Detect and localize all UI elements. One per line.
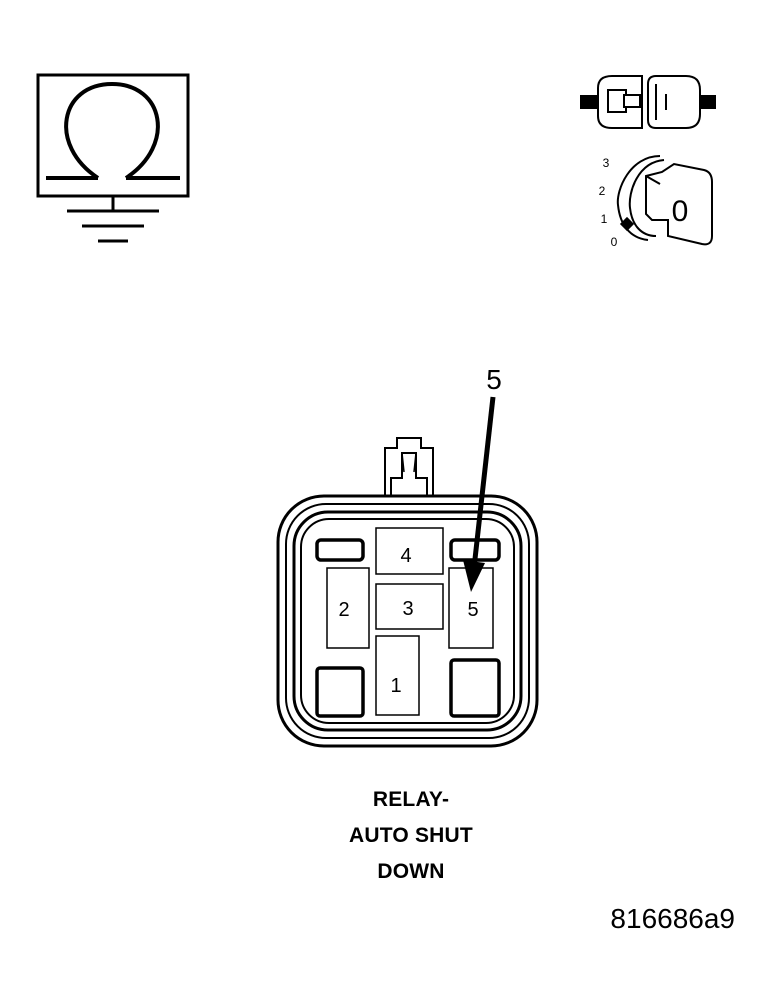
figure-id: 816686a9 — [610, 903, 735, 934]
callout-arrow — [463, 396, 496, 592]
callout-number: 5 — [486, 364, 502, 395]
relay-connector — [276, 437, 539, 748]
terminal-2-label: 2 — [338, 599, 349, 621]
terminal-5-label: 5 — [467, 599, 478, 621]
ignition-position-3: 3 — [603, 156, 610, 170]
terminal-4-label: 4 — [400, 545, 411, 567]
ignition-switch-icon: 3 2 1 0 0 — [599, 155, 713, 249]
ignition-position-1: 1 — [601, 212, 608, 226]
caption-line-1: RELAY- — [372, 788, 450, 811]
terminal-3-label: 3 — [402, 598, 413, 620]
terminal-1-label: 1 — [390, 675, 401, 697]
ohm-ground-icon — [36, 73, 190, 243]
connector-icon — [580, 75, 716, 129]
ignition-position-2: 2 — [599, 184, 606, 198]
ignition-position-0: 0 — [611, 235, 618, 249]
caption-line-3: DOWN — [377, 860, 445, 883]
caption-line-2: AUTO SHUT — [349, 824, 473, 847]
ignition-key-label: 0 — [672, 195, 689, 228]
